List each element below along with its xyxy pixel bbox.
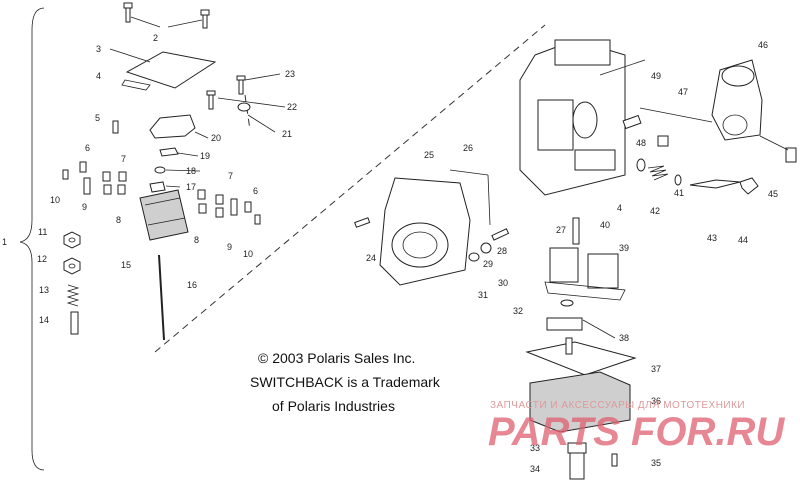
callout-label: 18 (186, 166, 196, 176)
callout-label: 46 (758, 40, 768, 50)
screw-part-24 (354, 217, 371, 228)
callout-label: 15 (121, 260, 131, 270)
callout-label: 33 (530, 443, 540, 453)
screw-part-5 (112, 120, 119, 134)
callout-label: 30 (498, 278, 508, 288)
callout-label: 6 (85, 143, 90, 153)
callout-label: 29 (483, 259, 493, 269)
callout-label: 37 (651, 364, 661, 374)
throttle-cable-cover (639, 59, 797, 163)
callout-label: 10 (243, 249, 253, 259)
copyright-text: © 2003 Polaris Sales Inc. (258, 350, 415, 366)
callout-label: 36 (651, 396, 661, 406)
callout-label: 27 (556, 225, 566, 235)
callout-label: 12 (37, 254, 47, 264)
callout-label: 7 (121, 154, 126, 164)
callout-label: 9 (82, 202, 87, 212)
carb-mount-flange (379, 169, 491, 286)
callout-label: 45 (768, 189, 778, 199)
rod-part-16 (158, 254, 165, 341)
nuts-and-spring (63, 231, 81, 335)
callout-label: 26 (463, 143, 473, 153)
callout-label: 23 (285, 69, 295, 79)
callout-label: 39 (619, 243, 629, 253)
dashed-leader-main (154, 24, 546, 353)
bracket-part-20 (149, 114, 196, 139)
callout-label: 38 (619, 333, 629, 343)
callout-labels: 1 2 3 4 5 6 6 7 7 8 8 9 9 10 10 11 12 13… (2, 33, 778, 474)
fasteners-22-23 (206, 73, 286, 133)
callout-label: 11 (38, 227, 47, 237)
small-parts-27-30 (468, 217, 580, 262)
watermark-tagline: ЗАПЧАСТИ И АКСЕССУАРЫ ДЛЯ МОТОТЕХНИКИ (490, 400, 745, 411)
callout-label: 44 (738, 235, 748, 245)
callout-label: 40 (600, 220, 610, 230)
drain-parts (567, 442, 618, 480)
callout-label: 13 (39, 285, 49, 295)
idle-screw-assembly (622, 114, 759, 195)
callout-label: 24 (366, 253, 376, 263)
callout-label: 17 (186, 182, 196, 192)
trademark-line-1: SWITCHBACK is a Trademark (250, 374, 441, 390)
callout-label: 1 (2, 237, 7, 247)
callout-label: 2 (153, 33, 158, 43)
callout-label: 3 (96, 44, 101, 54)
callout-label: 34 (530, 464, 540, 474)
callout-label: 49 (651, 71, 661, 81)
callout-label: 14 (39, 315, 49, 325)
callout-label: 20 (211, 133, 221, 143)
callout-label: 43 (707, 233, 717, 243)
callout-label: 41 (674, 188, 684, 198)
cover-gasket (121, 79, 151, 91)
callout-label: 19 (200, 151, 210, 161)
callout-label: 28 (497, 246, 507, 256)
callout-label: 42 (650, 206, 660, 216)
callout-label: 4 (96, 71, 101, 81)
dashed-leader-upper (244, 94, 251, 131)
callout-label: 47 (678, 87, 688, 97)
float-assembly (525, 247, 637, 433)
screws-part-2 (123, 2, 210, 29)
callout-label: 10 (50, 195, 60, 205)
group-bracket (19, 7, 45, 471)
callout-label: 5 (95, 113, 100, 123)
callout-label: 9 (227, 242, 232, 252)
callout-label: 6 (253, 186, 258, 196)
callout-label: 8 (194, 235, 199, 245)
small-parts-left (62, 161, 127, 195)
callout-label: 31 (478, 290, 488, 300)
carburetor-body (519, 39, 646, 196)
callout-label: 48 (636, 138, 646, 148)
callout-label: 32 (513, 306, 523, 316)
callout-label: 25 (424, 150, 434, 160)
small-parts-right (197, 189, 261, 225)
block-part-15 (139, 189, 189, 241)
callout-label: 4 (617, 203, 622, 213)
callout-label: 35 (651, 458, 661, 468)
callout-label: 21 (282, 129, 292, 139)
callout-label: 22 (287, 102, 297, 112)
callout-label: 8 (116, 215, 121, 225)
cover-plate (125, 51, 217, 89)
callout-label: 7 (228, 171, 233, 181)
trademark-line-2: of Polaris Industries (272, 398, 395, 414)
callout-label: 16 (187, 280, 197, 290)
watermark-site: PARTS FOR.RU (488, 410, 785, 454)
